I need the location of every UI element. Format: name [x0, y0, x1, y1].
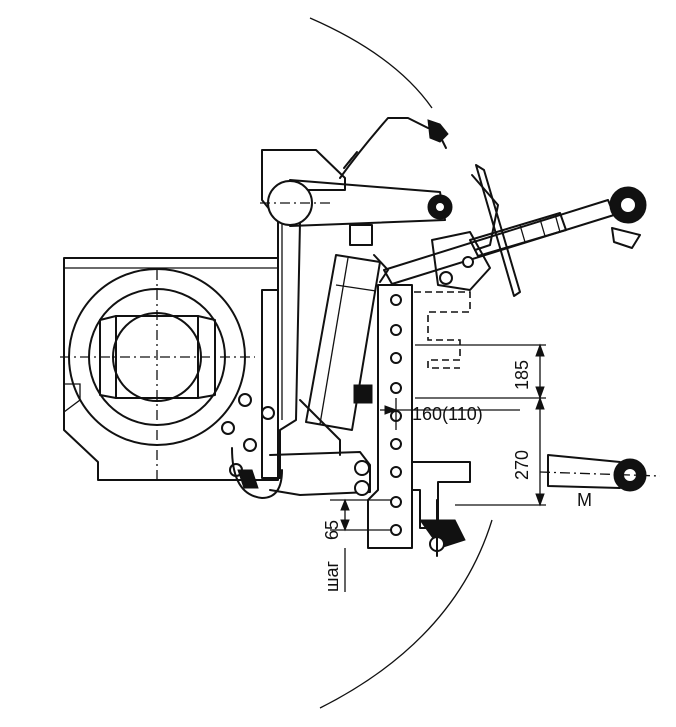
dim-185-label: 185 — [512, 360, 532, 390]
swing-arc-bottom — [319, 519, 493, 709]
dim-270-label: 270 — [512, 450, 532, 480]
lower-clevis — [411, 461, 471, 557]
drawbar-fork — [539, 454, 661, 492]
mounting-bracket — [261, 149, 346, 479]
lower-pivot — [231, 399, 371, 499]
swing-arc-top — [309, 17, 433, 109]
lever-mechanism — [431, 164, 521, 297]
lift-arm — [260, 179, 453, 246]
mark-m-label: М — [577, 490, 592, 510]
control-cable — [339, 117, 449, 179]
dim-160-label: 160(110) — [412, 404, 483, 424]
tractor-housing — [60, 257, 279, 481]
dim-65-label: 65 — [322, 520, 342, 540]
hydraulic-cylinder — [305, 254, 389, 431]
step-label: шаг — [322, 561, 342, 592]
top-link — [383, 186, 647, 285]
adjustment-plate — [367, 284, 471, 549]
dimension-lines — [330, 343, 546, 592]
